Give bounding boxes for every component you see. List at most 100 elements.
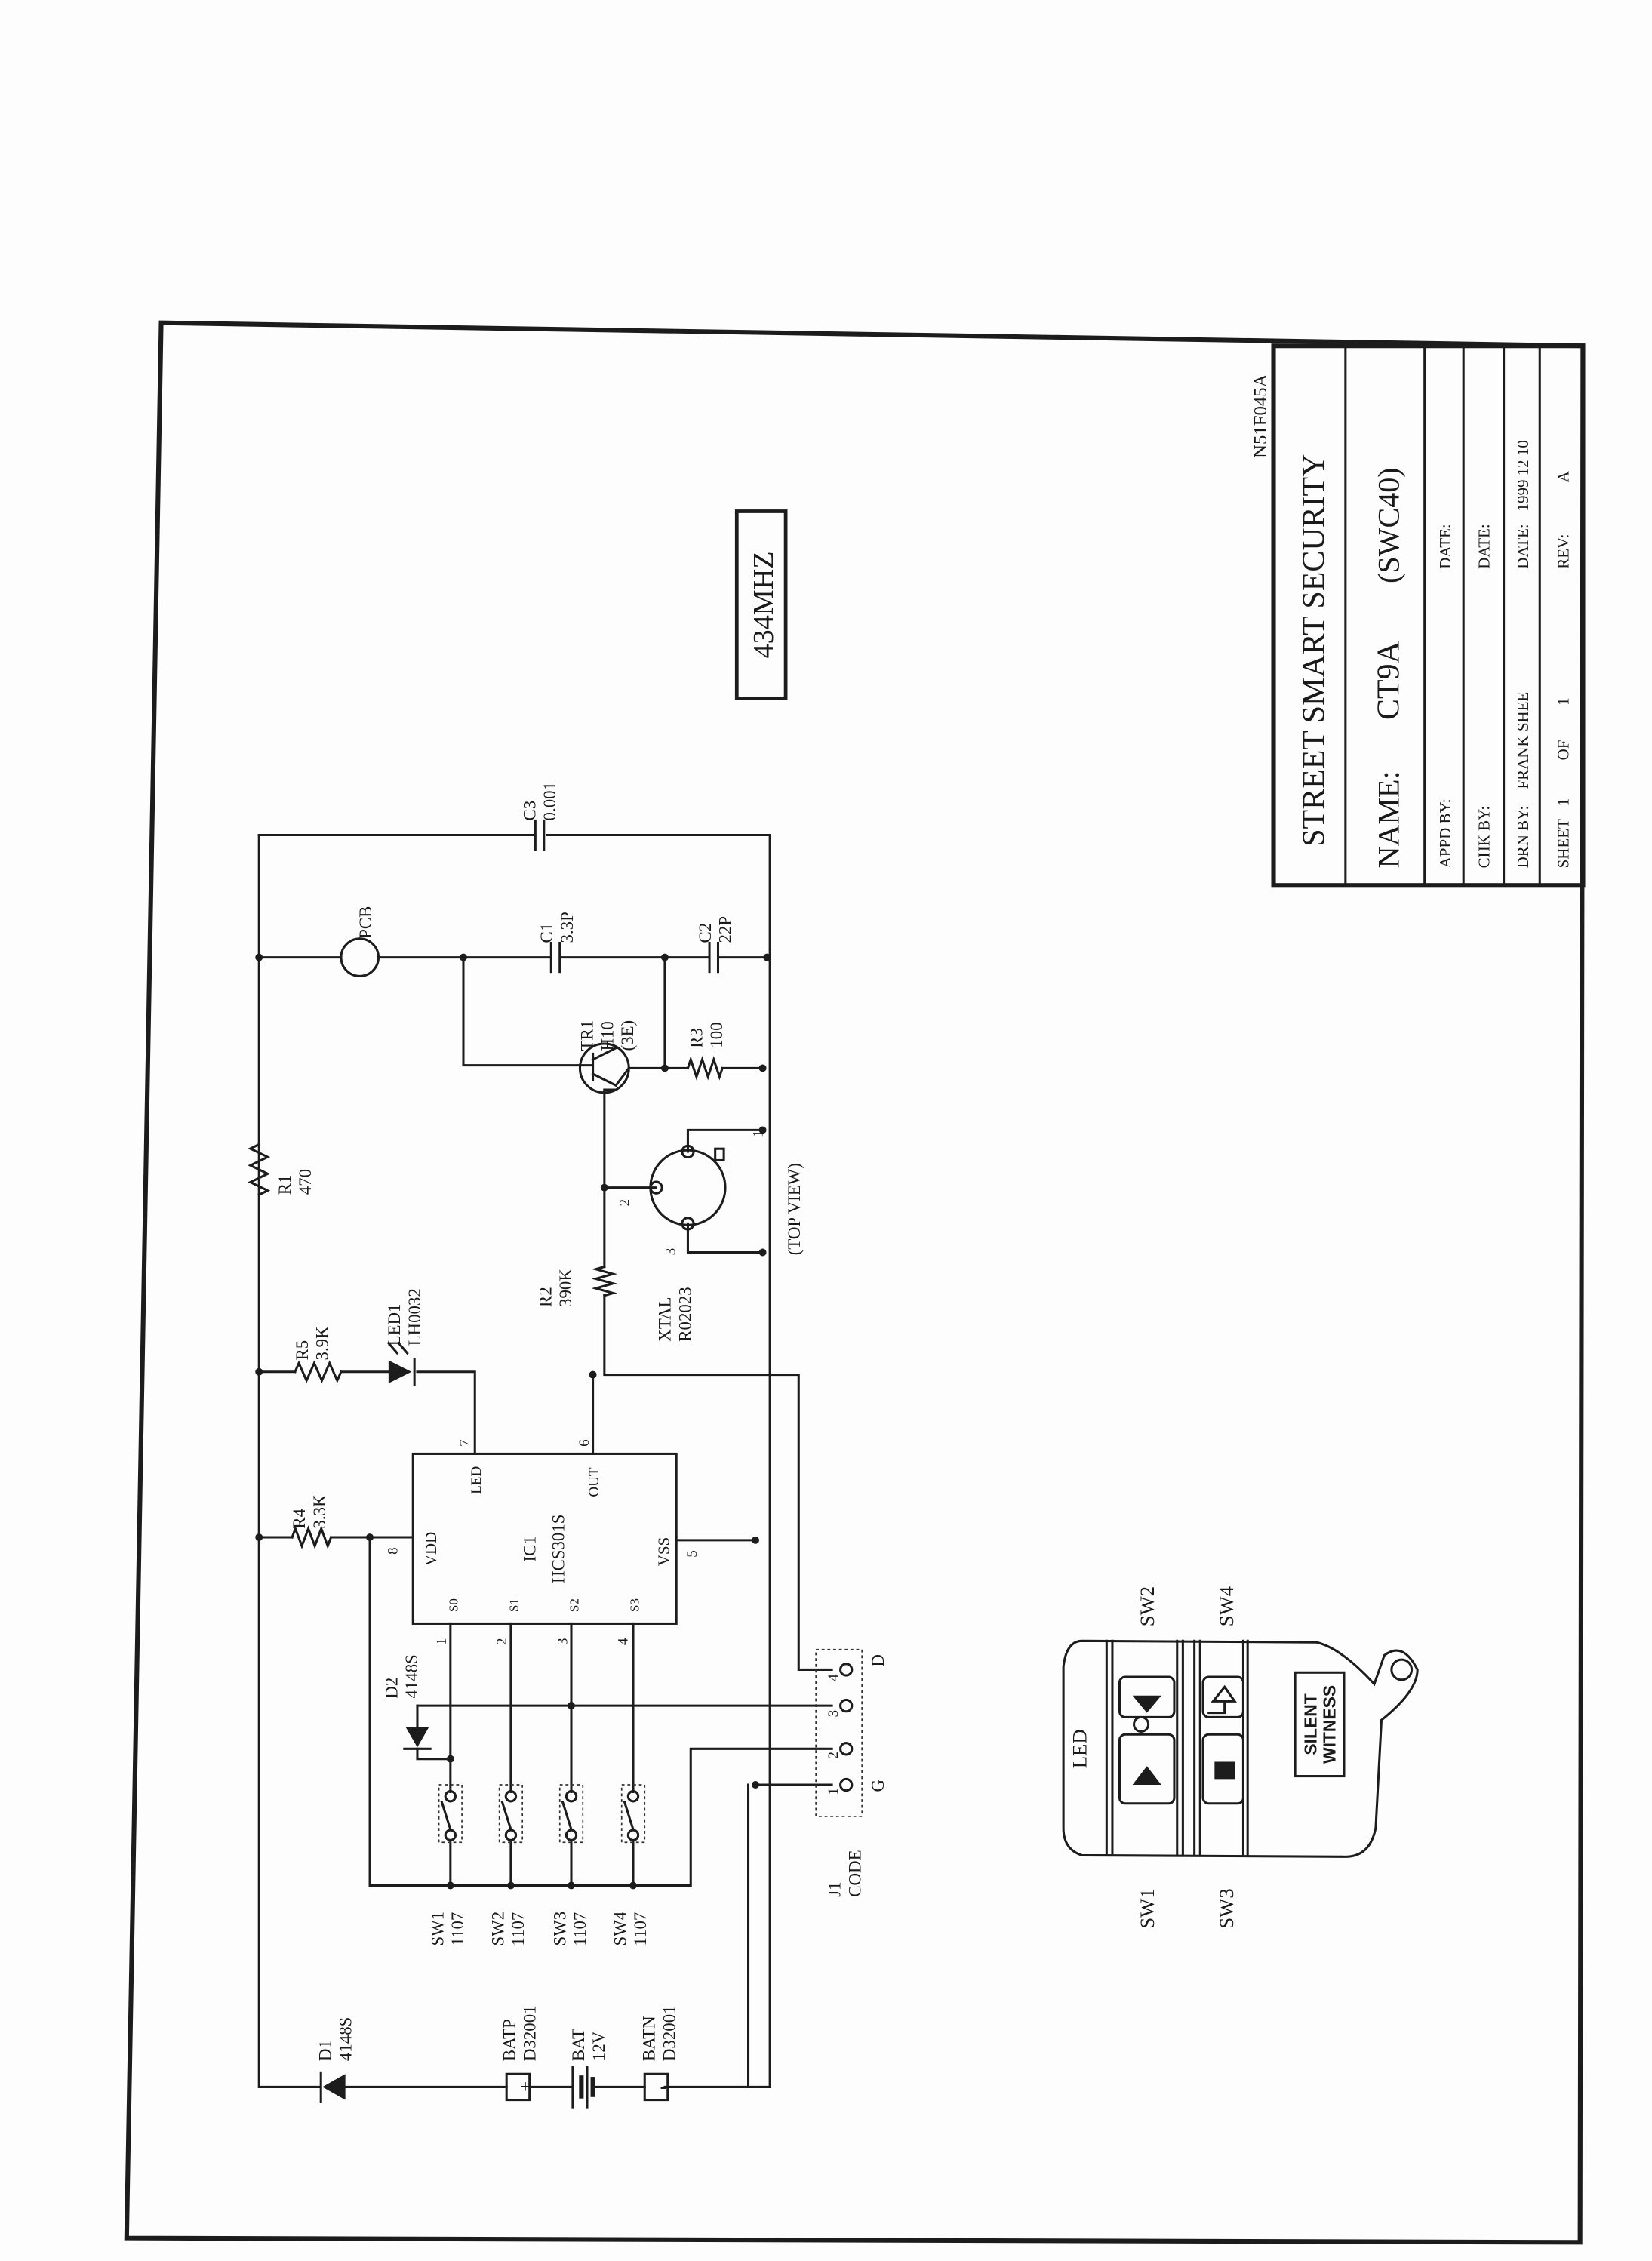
junction-dot <box>758 1248 767 1257</box>
switch-contact <box>444 1790 457 1803</box>
r5-ref: R5 <box>293 1340 312 1361</box>
r2-value: 390K <box>556 1269 575 1307</box>
drn-date-value: 1999 12 10 <box>1514 440 1532 511</box>
wire <box>686 1128 764 1153</box>
j1-pin-1: 1 <box>826 1788 841 1795</box>
diode-triangle <box>405 1727 429 1748</box>
ic-pin-number-4: 4 <box>615 1638 631 1645</box>
junction-dot <box>752 1536 760 1544</box>
ic-pin-number-3: 3 <box>555 1638 571 1646</box>
drn-by-label: DRN BY: <box>1514 806 1532 869</box>
junction-dot <box>660 1064 669 1072</box>
remote-led-indicator <box>1133 1715 1150 1733</box>
wire <box>663 1783 750 2088</box>
capacitor-c2 <box>708 941 720 974</box>
tr1-extra: (3E) <box>618 1020 637 1051</box>
remote-control-illustration <box>1062 1639 1419 1858</box>
appd-date-label: DATE: <box>1436 524 1454 568</box>
ic-pin-s3: S3 <box>628 1598 642 1612</box>
wire <box>462 956 581 1067</box>
sw1-ref: SW1 <box>428 1912 447 1946</box>
transistor-leads <box>578 1046 631 1087</box>
c1-value: 3.3P <box>558 912 577 943</box>
ic-pin-vss: VSS <box>655 1537 673 1566</box>
crystal-tab <box>714 1147 725 1161</box>
jumper-pin <box>839 1698 854 1713</box>
switch-contact <box>504 1829 518 1841</box>
resistor-r3 <box>686 1056 724 1081</box>
remote-sw3-label: SW3 <box>1215 1888 1238 1928</box>
r1-value: 470 <box>296 1169 315 1195</box>
junction-dot <box>758 1064 767 1072</box>
crystal-pin <box>681 1144 695 1159</box>
led1-value: LH0032 <box>405 1288 424 1346</box>
sheet-total: 1 <box>1554 697 1572 705</box>
sheet-border <box>124 320 1586 2245</box>
switch-lever <box>440 1800 452 1832</box>
xtal-pin-3: 3 <box>663 1248 678 1256</box>
c1-ref: C1 <box>537 923 556 943</box>
switch-contact <box>626 1829 640 1841</box>
junction-dot <box>752 1781 760 1789</box>
r1-ref: R1 <box>275 1175 294 1195</box>
switch-contact <box>626 1790 640 1803</box>
capacitor-c1 <box>549 941 561 974</box>
wire <box>603 1294 833 1671</box>
r4-ref: R4 <box>290 1508 309 1528</box>
sw4-ref: SW4 <box>611 1911 629 1946</box>
crystal-pin <box>681 1217 695 1231</box>
switch-outline <box>498 1784 524 1844</box>
wire <box>686 1222 764 1254</box>
ic-pin-number-7: 7 <box>457 1439 473 1447</box>
frequency-label: 434MHZ <box>748 551 780 658</box>
drawing-number: N51F045A <box>1251 374 1271 458</box>
ic-pin-number-5: 5 <box>684 1550 700 1558</box>
xtal-ref: XTAL <box>656 1297 675 1342</box>
switch-outline <box>438 1784 463 1844</box>
chk-by-label: CHK BY: <box>1475 806 1494 869</box>
rev-label: REV: <box>1554 534 1572 569</box>
r4-value: 3.3K <box>310 1494 329 1529</box>
sw4-button <box>1201 1675 1244 1718</box>
resistor-r5 <box>293 1360 343 1383</box>
c2-ref: C2 <box>696 923 715 943</box>
jumper-outline <box>815 1648 863 1817</box>
ic-pin-number-6: 6 <box>577 1439 592 1447</box>
bat-ref: BAT <box>569 2029 588 2061</box>
sw2-value: 1107 <box>509 1912 528 1946</box>
junction-dot <box>506 1881 515 1890</box>
xtal-value: R02023 <box>675 1287 694 1341</box>
d2-ref: D2 <box>382 1678 401 1699</box>
ic-pin-number-2: 2 <box>494 1638 510 1646</box>
stop-square-icon <box>1214 1761 1235 1780</box>
remote-led-label: LED <box>1069 1729 1091 1768</box>
j1-g-label: G <box>869 1780 888 1792</box>
transistor-tr1 <box>578 1042 631 1094</box>
wire <box>416 1370 476 1455</box>
batn-minus-sign: - <box>660 2075 667 2097</box>
switch-contact <box>504 1790 518 1803</box>
sw3-button <box>1201 1733 1244 1805</box>
xtal-pin-1: 1 <box>751 1130 767 1137</box>
sw4-value: 1107 <box>631 1912 650 1946</box>
switch-contact <box>565 1829 578 1841</box>
pcb-label: PCB <box>356 906 375 939</box>
ic1-ref: IC1 <box>520 1536 539 1561</box>
chk-date-label: DATE: <box>1475 524 1494 568</box>
junction-dot <box>366 1533 374 1541</box>
wire <box>416 1747 452 1761</box>
drn-by-value: FRANK SHEE <box>1514 692 1532 789</box>
switch-lever <box>623 1800 635 1832</box>
name-label: NAME: <box>1371 771 1405 868</box>
labels: N51F045A 434MHZ STREET SMART SECURITY NAME:… <box>275 374 1572 2097</box>
remote-sw4-label: SW4 <box>1215 1586 1238 1626</box>
resistor-r1 <box>248 1143 271 1197</box>
r5-value: 3.9K <box>313 1326 332 1361</box>
remote-sw1-label: SW1 <box>1136 1888 1158 1928</box>
title-block <box>1271 343 1586 888</box>
company-name: STREET SMART SECURITY <box>1297 454 1331 847</box>
wires <box>255 833 833 2088</box>
sheet-of-label: OF <box>1554 740 1572 761</box>
keyring-hole-icon <box>1390 1658 1414 1681</box>
ic1-hcs301s <box>411 1452 678 1625</box>
